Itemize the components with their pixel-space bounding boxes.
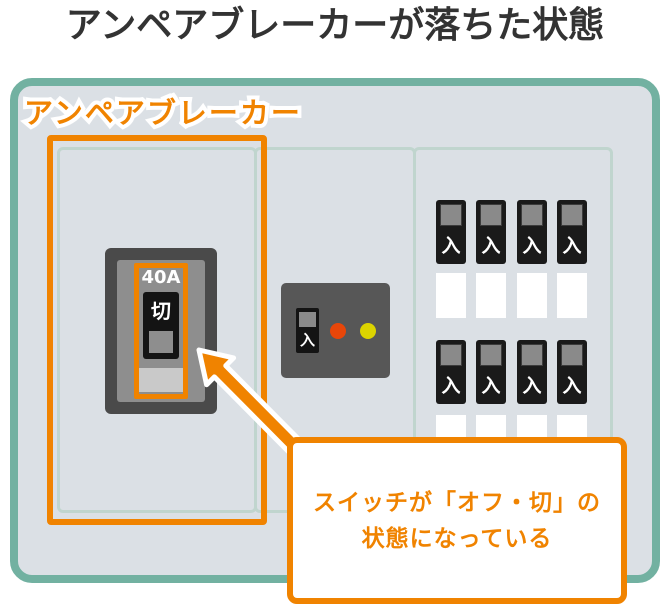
service-breaker-switch: 入 [296, 308, 319, 353]
breaker-on-label: 入 [299, 331, 315, 349]
page-title: アンペアブレーカーが落ちた状態 [65, 5, 605, 46]
breaker-on-label: 入 [481, 375, 501, 397]
highlight-box [47, 135, 267, 525]
breaker-handle [481, 205, 501, 225]
breaker-handle [441, 345, 461, 365]
branch-breaker-switch: 入 [517, 200, 547, 264]
breaker-on-label: 入 [522, 235, 542, 257]
breaker-handle [299, 312, 316, 327]
branch-breaker-switch: 入 [517, 340, 547, 404]
breaker-handle [441, 205, 461, 225]
breaker-handle [481, 345, 501, 365]
callout-line-1: スイッチが「オフ・切」の [313, 489, 601, 516]
branch-breaker-switch: 入 [476, 200, 506, 264]
breaker-handle [522, 205, 542, 225]
ampere-breaker-switch: 切 [143, 292, 179, 359]
panel-label: アンペアブレーカー アンペアブレーカー [20, 90, 304, 134]
breaker-slot [476, 273, 506, 318]
panel-label-text: アンペアブレーカー [24, 96, 302, 130]
breaker-handle [522, 345, 542, 365]
panel-label-outline: アンペアブレーカー [20, 92, 304, 134]
ampere-breaker: 40A 切 [105, 248, 217, 414]
breaker-slot [436, 273, 466, 318]
branch-breaker-grid: 入入入入入入入入 [436, 200, 591, 460]
breaker-handle [562, 345, 582, 365]
breaker-off-label: 切 [151, 299, 171, 323]
breaker-handle [149, 331, 173, 353]
branch-breaker-switch: 入 [436, 340, 466, 404]
callout-line-2: 状態になっている [361, 525, 553, 552]
breaker-on-label: 入 [481, 235, 501, 257]
service-breaker: 入 [281, 283, 390, 378]
callout-box: スイッチが「オフ・切」の 状態になっている [287, 437, 627, 604]
branch-breaker-switch: 入 [476, 340, 506, 404]
breaker-slot [517, 273, 547, 318]
breaker-rating-label: 40A [141, 267, 181, 288]
breaker-on-label: 入 [562, 375, 582, 397]
breaker-on-label: 入 [562, 235, 582, 257]
breaker-slot [557, 273, 587, 318]
breaker-bottom-strip [139, 368, 183, 392]
branch-breaker-switch: 入 [557, 200, 587, 264]
branch-breaker-switch: 入 [436, 200, 466, 264]
breaker-on-label: 入 [441, 375, 461, 397]
branch-breaker-switch: 入 [557, 340, 587, 404]
breaker-on-label: 入 [522, 375, 542, 397]
breaker-highlight-frame [134, 263, 188, 399]
yellow-indicator-lamp [360, 323, 376, 339]
breaker-on-label: 入 [441, 235, 461, 257]
breaker-handle [562, 205, 582, 225]
red-indicator-lamp [330, 323, 346, 339]
